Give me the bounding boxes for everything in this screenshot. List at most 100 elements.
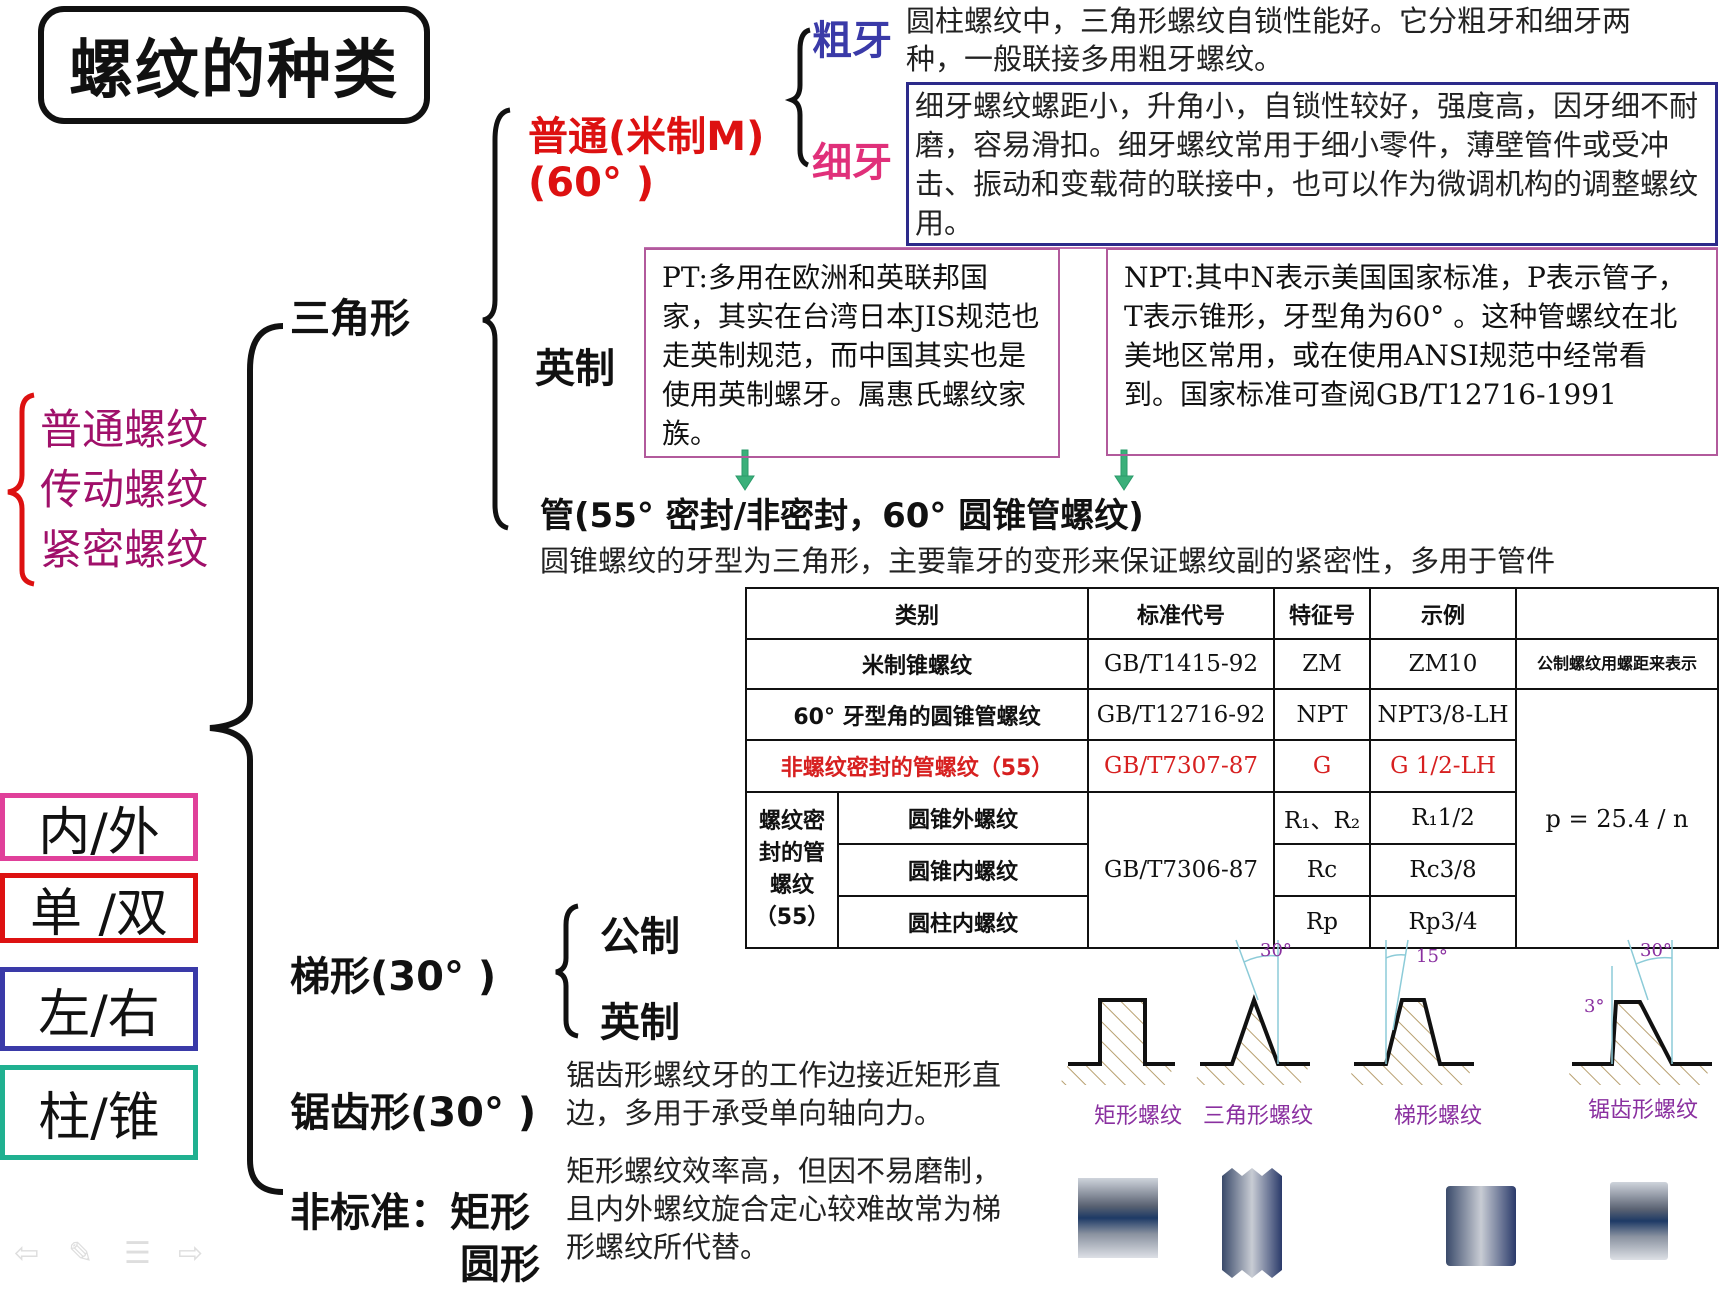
trapezoid-profile-icon <box>1348 939 1474 1085</box>
trapezoid-label: 梯形(30° ) <box>290 954 497 1000</box>
pt-description-box: PT:多用在欧洲和英联邦国家，其实在台湾日本JIS规范也走英制规范，而中国其实也… <box>644 248 1060 458</box>
rect-thread-label: 矩形螺纹 <box>1093 1104 1182 1129</box>
table-cell: GB/T1415-92 <box>1087 638 1276 690</box>
purpose-item: 普通螺纹 <box>40 405 209 454</box>
coarse-description: 圆柱螺纹中，三角形螺纹自锁性能好。它分粗牙和细牙两种，一般联接多用粗牙螺纹。 <box>906 4 1632 76</box>
table-cell: GB/T12716-92 <box>1087 688 1276 741</box>
purpose-list: 普通螺纹 传动螺纹 紧密螺纹 <box>40 400 208 580</box>
prev-slide-icon[interactable]: ⇦ <box>14 1236 40 1271</box>
table-header: 特征号 <box>1273 587 1372 640</box>
table-cell: 圆锥内螺纹 <box>836 843 1090 897</box>
triangle-brace <box>482 107 511 531</box>
attr-box-left-right: 左/右 <box>0 967 198 1051</box>
nonstandard-label: 非标准：矩形 <box>290 1180 530 1238</box>
table-cell: G 1/2-LH <box>1369 739 1518 793</box>
coarse-label: 粗牙 <box>812 18 892 64</box>
table-cell: NPT <box>1273 688 1372 741</box>
metric-brace <box>784 27 811 168</box>
table-cell: Rp3/4 <box>1369 895 1518 949</box>
fine-description-box: 细牙螺纹螺距小，升角小，自锁性较好，强度高，因牙细不耐磨，容易滑扣。细牙螺纹常用… <box>906 82 1718 246</box>
table-cell: GB/T7306-87 <box>1087 791 1276 949</box>
fine-description: 细牙螺纹螺距小，升角小，自锁性较好，强度高，因牙细不耐磨，容易滑扣。细牙螺纹常用… <box>915 89 1699 240</box>
table-row: 非螺纹密封的管螺纹（55） GB/T7307-87 G G 1/2-LH <box>744 739 1718 793</box>
trapezoid-brace <box>555 903 579 1039</box>
trapezoid-thread-render-icon <box>1446 1186 1516 1266</box>
npt-description: NPT:其中N表示美国国家标准，P表示管子，T表示锥形，牙型角为60° 。这种管… <box>1124 261 1686 411</box>
trapezoid-metric: 公制 <box>600 914 680 960</box>
purpose-item: 传动螺纹 <box>40 465 209 514</box>
nonstandard-rect: 矩形 <box>450 1190 530 1236</box>
table-cell: ZM10 <box>1369 638 1518 690</box>
sawtooth-label: 锯齿形(30° ) <box>290 1090 537 1136</box>
triangle-angle: 30° <box>1260 940 1292 961</box>
sawtooth-angle-small: 3° <box>1584 996 1605 1017</box>
table-header-row: 类别 标准代号 特征号 示例 <box>744 587 1720 640</box>
npt-description-box: NPT:其中N表示美国国家标准，P表示管子，T表示锥形，牙型角为60° 。这种管… <box>1106 248 1718 456</box>
page-title: 螺纹的种类 <box>69 34 399 108</box>
attr-label: 左/右 <box>38 984 160 1045</box>
attr-label: 内/外 <box>38 802 160 863</box>
nonstandard-prefix: 非标准： <box>290 1190 450 1236</box>
attr-box-cyl-cone: 柱/锥 <box>0 1065 198 1160</box>
nonstandard-round: 圆形 <box>460 1242 540 1288</box>
table-group-cell: 螺纹密封的管螺纹（55） <box>745 791 839 949</box>
rect-thread-render-icon <box>1078 1178 1158 1258</box>
table-header: 示例 <box>1369 587 1518 640</box>
trapezoid-imperial: 英制 <box>600 1000 680 1046</box>
nonstandard-description: 矩形螺纹效率高，但因不易磨制，且内外螺纹旋合定心较难故常为梯形螺纹所代替。 <box>566 1154 1002 1264</box>
table-header: 标准代号 <box>1087 587 1276 640</box>
page-title-box: 螺纹的种类 <box>38 6 430 124</box>
table-cell: 圆柱内螺纹 <box>836 895 1090 949</box>
table-cell: NPT3/8-LH <box>1369 688 1518 741</box>
attr-box-inner-outer: 内/外 <box>0 793 198 863</box>
table-cell: Rp <box>1273 895 1372 949</box>
trapezoid-angle: 15° <box>1416 946 1448 967</box>
attr-label: 单 /双 <box>29 883 169 944</box>
pt-description: PT:多用在欧洲和英联邦国家，其实在台湾日本JIS规范也走英制规范，而中国其实也… <box>662 261 1040 450</box>
metric-label: 普通(米制M) <box>528 114 765 160</box>
table-cell: Rc <box>1273 843 1372 897</box>
table-row: 圆锥内螺纹 Rc Rc3/8 <box>746 843 1718 897</box>
table-row: 螺纹密封的管螺纹（55） 圆锥外螺纹 GB/T7306-87 R₁、R₂ R₁1… <box>745 791 1718 949</box>
pipe-label: 管(55° 密封/非密封，60° 圆锥管螺纹) <box>540 496 1144 536</box>
rect-profile-icon <box>1060 998 1175 1085</box>
table-cell: 非螺纹密封的管螺纹（55） <box>744 739 1090 793</box>
trapezoid-thread-label: 梯形螺纹 <box>1393 1104 1482 1129</box>
next-slide-icon[interactable]: ⇨ <box>178 1236 204 1271</box>
sawtooth-description: 锯齿形螺纹牙的工作边接近矩形直边，多用于承受单向轴向力。 <box>566 1058 1002 1130</box>
table-cell: G <box>1273 739 1372 793</box>
thread-standard-table: 类别 标准代号 特征号 示例 米制锥螺纹 GB/T1415-92 ZM ZM10… <box>744 587 1720 949</box>
menu-icon[interactable]: ☰ <box>124 1236 151 1271</box>
sawtooth-thread-label: 锯齿形螺纹 <box>1587 1098 1698 1123</box>
table-header <box>1515 587 1720 640</box>
attr-box-single-double: 单 /双 <box>0 873 198 944</box>
imperial-label: 英制 <box>535 346 615 392</box>
triangle-label: 三角形 <box>290 296 410 342</box>
sawtooth-thread-render-icon <box>1610 1182 1668 1260</box>
table-cell: R₁、R₂ <box>1273 791 1372 845</box>
purpose-brace <box>7 392 35 587</box>
metric-angle: (60° ) <box>528 160 655 206</box>
pen-icon[interactable]: ✎ <box>68 1236 94 1271</box>
table-cell: 米制锥螺纹 <box>744 638 1090 690</box>
pipe-description: 圆锥螺纹的牙型为三角形，主要靠牙的变形来保证螺纹副的紧密性，多用于管件 <box>540 544 1556 578</box>
table-header: 类别 <box>744 587 1090 640</box>
table-formula: p = 25.4 / n <box>1515 688 1720 949</box>
triangle-profile-icon <box>1195 939 1310 1085</box>
fine-label: 细牙 <box>812 140 892 186</box>
triangle-thread-label: 三角形螺纹 <box>1202 1104 1313 1129</box>
attr-label: 柱/锥 <box>38 1088 160 1148</box>
triangle-thread-render-icon <box>1222 1168 1282 1278</box>
table-cell: ZM <box>1273 638 1372 690</box>
table-cell: Rc3/8 <box>1369 843 1518 897</box>
purpose-item: 紧密螺纹 <box>40 525 209 574</box>
table-row: 60° 牙型角的圆锥管螺纹 GB/T12716-92 NPT NPT3/8-LH… <box>744 688 1720 949</box>
table-cell: 公制螺纹用螺距来表示 <box>1515 638 1720 690</box>
table-cell: R₁1/2 <box>1369 791 1518 845</box>
table-cell: 圆锥外螺纹 <box>836 791 1090 845</box>
table-cell: GB/T7307-87 <box>1087 739 1276 793</box>
sawtooth-angle: 30° <box>1640 940 1672 961</box>
main-brace <box>209 323 284 1195</box>
table-cell: 60° 牙型角的圆锥管螺纹 <box>744 688 1090 741</box>
table-row: 圆柱内螺纹 Rp Rp3/4 <box>746 895 1718 949</box>
